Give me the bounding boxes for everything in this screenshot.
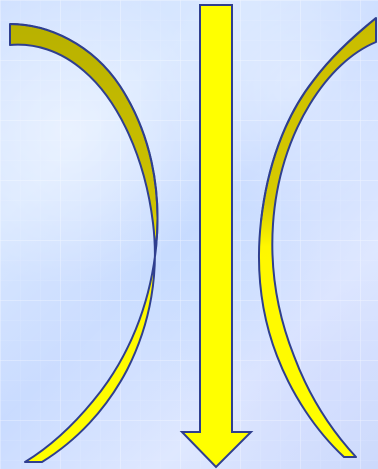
down-arrow-icon	[182, 5, 251, 467]
left-curved-ribbon-icon	[10, 24, 158, 462]
right-curved-ribbon-icon	[259, 18, 376, 457]
